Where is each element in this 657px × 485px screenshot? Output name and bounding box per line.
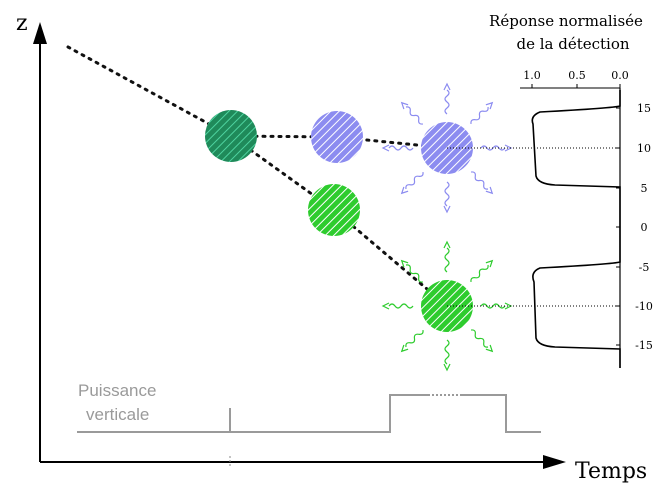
- photon-icon: [468, 169, 495, 196]
- photon-icon: [443, 339, 451, 371]
- photon-icon: [443, 241, 451, 273]
- photon-icon: [468, 327, 495, 354]
- atom-green-path: [308, 184, 360, 236]
- right-tick-label: 15: [637, 102, 651, 115]
- right-tick-label: 0: [641, 221, 648, 234]
- panel-title-line1: Réponse normalisée: [489, 12, 643, 30]
- detection-response-curve: [531, 90, 621, 368]
- photon-icon: [399, 327, 426, 354]
- top-tick-label: 1.0: [523, 69, 541, 82]
- photon-icon: [443, 83, 451, 115]
- photon-icon: [382, 144, 414, 152]
- trajectory-common: [66, 45, 233, 138]
- photon-icon: [443, 181, 451, 213]
- trajectories: [66, 45, 449, 308]
- vertical-power-signal: Puissance verticale: [77, 381, 541, 433]
- z-axis-label: z: [16, 11, 28, 36]
- right-tick-label: -15: [635, 339, 653, 352]
- top-tick-label: 0.5: [568, 69, 586, 82]
- right-tick-label: -5: [639, 261, 650, 274]
- atom-superposition: [205, 110, 257, 162]
- panel-title-line2: de la détection: [516, 35, 629, 53]
- detection-response-panel: Réponse normalisée de la détection 1.0 0…: [489, 12, 653, 368]
- photon-icon: [468, 100, 495, 127]
- main-axes: z Temps: [16, 11, 647, 484]
- right-tick-label: -10: [635, 300, 653, 313]
- z-axis-arrow-icon: [33, 22, 47, 44]
- power-waveform: [77, 394, 541, 433]
- time-axis-arrow-icon: [543, 455, 566, 469]
- power-label-line2: verticale: [86, 405, 149, 424]
- top-tick-label: 0.0: [611, 69, 629, 82]
- photon-icon: [399, 169, 426, 196]
- right-tick-label: 10: [637, 142, 651, 155]
- right-tick-label: 5: [641, 182, 648, 195]
- photon-icon: [399, 100, 426, 127]
- atoms: [205, 110, 473, 332]
- time-axis-label: Temps: [575, 459, 647, 484]
- photon-icon: [468, 258, 495, 285]
- power-label-line1: Puissance: [78, 381, 156, 400]
- photon-icon: [399, 258, 426, 285]
- photon-icon: [382, 302, 414, 310]
- atom-blue-path: [311, 111, 363, 163]
